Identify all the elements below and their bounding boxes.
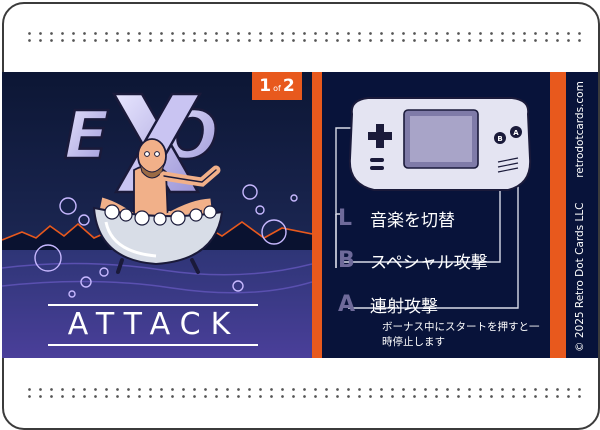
cartridge-label: E O: [2, 72, 598, 358]
control-action-b: スペシャル攻撃: [370, 253, 488, 273]
control-button-b: B: [338, 248, 355, 273]
side-panel: [566, 72, 598, 358]
game-subtitle: ATTACK: [67, 306, 241, 342]
game-artwork: E O: [2, 72, 312, 358]
control-button-a: A: [338, 292, 356, 317]
bathtub-character: [92, 138, 224, 274]
counter-of: of: [273, 83, 281, 93]
perforation-top: [24, 30, 584, 44]
handheld-b-label: B: [497, 135, 502, 143]
handheld-console-icon: [348, 97, 532, 191]
control-row-a: A 連射攻撃: [338, 292, 438, 317]
control-button-l: L: [338, 206, 353, 231]
perforation-bottom: [24, 386, 584, 400]
counter-current: 1: [259, 76, 272, 96]
controls-panel: B A L 音楽を切替 B スペシャル攻撃 A 連射攻撃 ボーナス中にスタートを…: [322, 72, 550, 358]
copyright-text: © 2025 Retro Dot Cards LLC: [574, 202, 586, 352]
counter-total: 2: [282, 76, 295, 96]
control-action-l: 音楽を切替: [370, 211, 455, 231]
handheld-a-label: A: [513, 129, 519, 137]
control-row-l: L 音楽を切替: [338, 206, 455, 231]
title-rule-bottom: [48, 344, 258, 346]
copyright-line: © 2025 Retro Dot Cards LLC retrodotcards…: [574, 72, 586, 352]
pause-note: ボーナス中にスタートを押すと一時停止します: [382, 321, 540, 348]
handheld-diagram: B A: [335, 97, 532, 309]
bubbles: [34, 184, 298, 298]
control-row-b: B スペシャル攻撃: [338, 248, 488, 273]
card-counter: 1 of 2: [252, 72, 302, 100]
website-text: retrodotcards.com: [574, 81, 586, 178]
svg-text:E: E: [64, 97, 109, 174]
control-action-a: 連射攻撃: [370, 297, 438, 317]
accent-strip: [312, 72, 322, 358]
title-rule-top: [48, 304, 258, 306]
